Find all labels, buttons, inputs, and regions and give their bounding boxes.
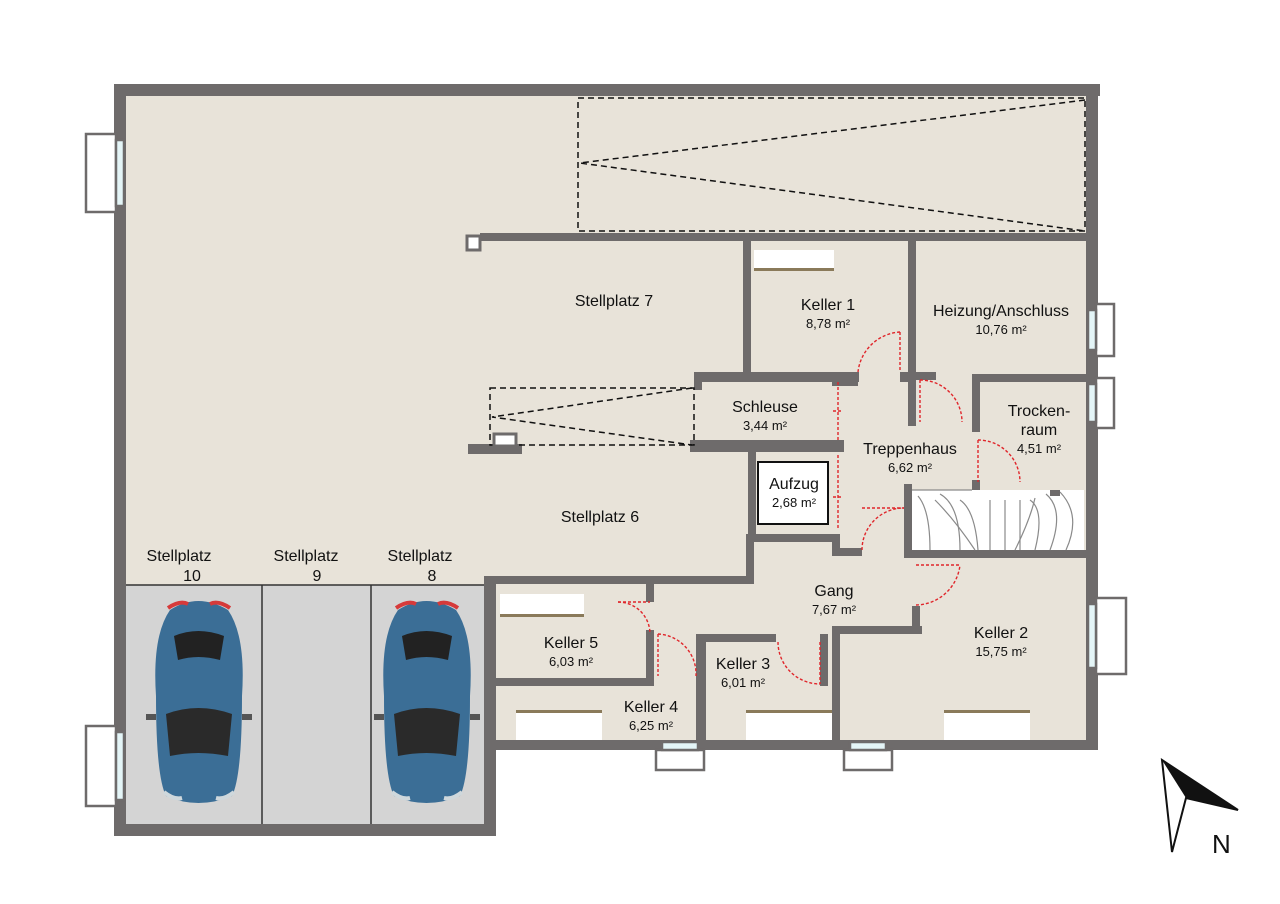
ramps bbox=[489, 97, 1086, 446]
area-keller-1: 8,78 m² bbox=[806, 316, 851, 331]
area-keller-5: 6,03 m² bbox=[549, 654, 594, 669]
windows bbox=[84, 132, 1128, 808]
label-trockenraum-1: Trocken- bbox=[1008, 403, 1071, 420]
label-keller-2: Keller 2 bbox=[974, 625, 1028, 642]
label-stellplatz-8: Stellplatz bbox=[388, 548, 453, 565]
room-labels: Stellplatz 7 Stellplatz 6 Keller 1 8,78 … bbox=[147, 293, 1071, 733]
label-aufzug: Aufzug bbox=[769, 476, 819, 493]
car-stellplatz-10 bbox=[146, 600, 252, 803]
parking-dividers bbox=[126, 584, 484, 824]
area-keller-2: 15,75 m² bbox=[975, 644, 1027, 659]
label-keller-5: Keller 5 bbox=[544, 635, 598, 652]
label-keller-3: Keller 3 bbox=[716, 656, 770, 673]
area-gang: 7,67 m² bbox=[812, 602, 857, 617]
label-treppenhaus: Treppenhaus bbox=[863, 441, 957, 458]
label-stellplatz-9: Stellplatz bbox=[274, 548, 339, 565]
label-stellplatz-10-number: 10 bbox=[183, 568, 201, 585]
label-stellplatz-10: Stellplatz bbox=[147, 548, 212, 565]
shelves bbox=[500, 250, 1030, 740]
doors bbox=[617, 331, 1021, 685]
label-stellplatz-8-number: 8 bbox=[428, 568, 437, 585]
label-stellplatz-9-number: 9 bbox=[313, 568, 322, 585]
label-schleuse: Schleuse bbox=[732, 399, 798, 416]
compass-label: N bbox=[1212, 829, 1231, 859]
area-heizung: 10,76 m² bbox=[975, 322, 1027, 337]
area-keller-3: 6,01 m² bbox=[721, 675, 766, 690]
label-stellplatz-6: Stellplatz 6 bbox=[561, 509, 639, 526]
staircase bbox=[912, 489, 1084, 551]
ramp-middle-stub bbox=[492, 432, 518, 448]
area-schleuse: 3,44 m² bbox=[743, 418, 788, 433]
area-treppenhaus: 6,62 m² bbox=[888, 460, 933, 475]
label-heizung: Heizung/Anschluss bbox=[933, 303, 1069, 320]
label-gang: Gang bbox=[814, 583, 853, 600]
area-trockenraum: 4,51 m² bbox=[1017, 441, 1062, 456]
ramp-top bbox=[577, 97, 1086, 232]
label-stellplatz-7: Stellplatz 7 bbox=[575, 293, 653, 310]
area-aufzug: 2,68 m² bbox=[772, 495, 817, 510]
label-trockenraum-2: raum bbox=[1021, 422, 1057, 439]
elevator-box bbox=[757, 461, 829, 525]
inner-walls bbox=[465, 233, 1092, 746]
label-keller-1: Keller 1 bbox=[801, 297, 855, 314]
compass: N bbox=[1160, 757, 1239, 859]
label-keller-4: Keller 4 bbox=[624, 699, 678, 716]
area-keller-4: 6,25 m² bbox=[629, 718, 674, 733]
car-stellplatz-8 bbox=[374, 600, 480, 803]
ramp-middle bbox=[489, 387, 695, 446]
